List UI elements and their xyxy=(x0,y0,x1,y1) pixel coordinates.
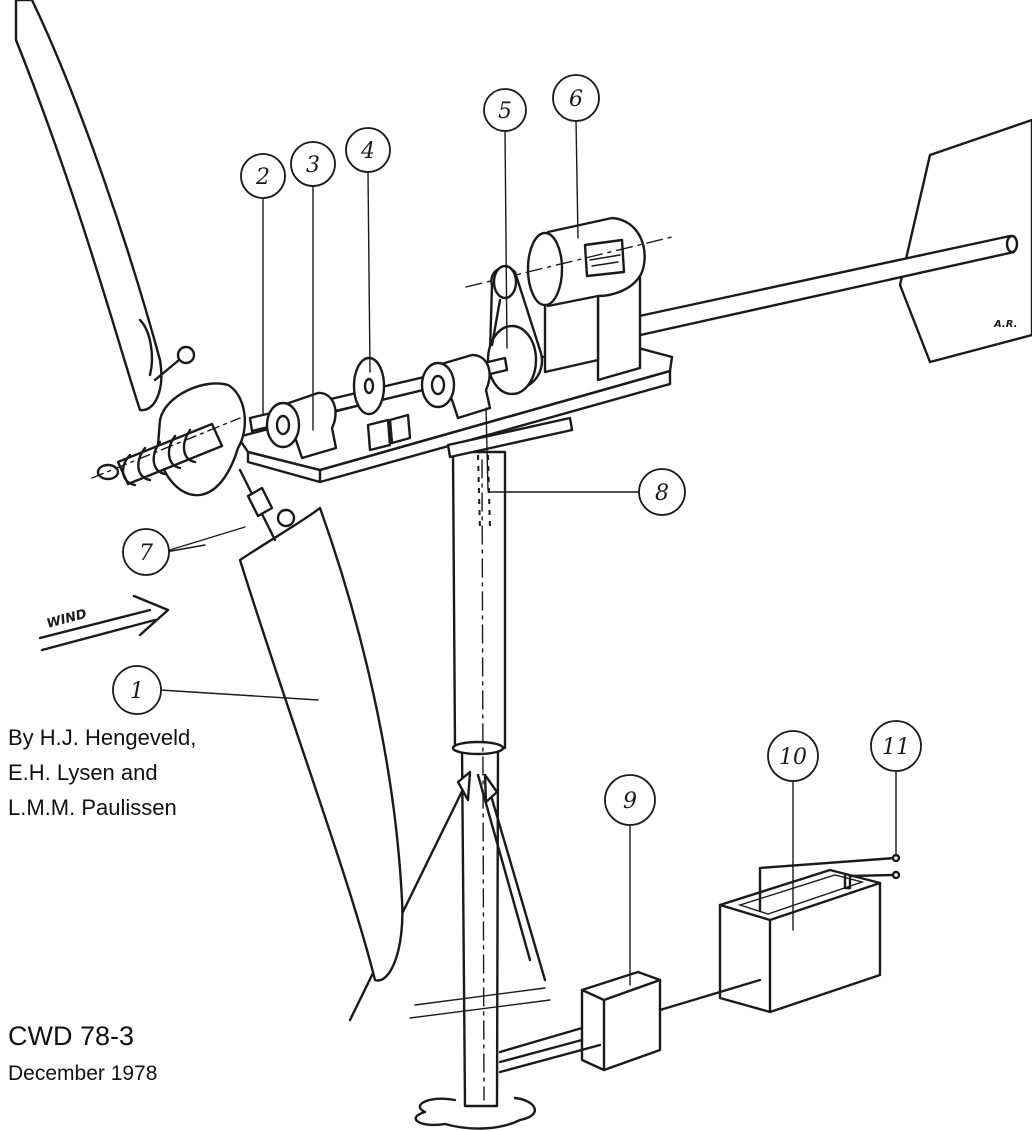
tower xyxy=(409,450,551,1130)
callout-1: 1 xyxy=(112,665,162,715)
callout-8: 8 xyxy=(638,468,686,516)
svg-text:11: 11 xyxy=(882,735,910,760)
svg-text:8: 8 xyxy=(655,481,669,506)
callout-4: 4 xyxy=(345,127,391,173)
vane-initials: A.R. xyxy=(993,319,1017,330)
svg-text:2: 2 xyxy=(255,165,270,190)
document-code: CWD 78-3 xyxy=(8,1021,135,1051)
callout-10: 10 xyxy=(767,730,819,782)
rotor-blade-lower xyxy=(238,468,404,982)
publication-date: December 1978 xyxy=(8,1062,158,1085)
callout-7: 7 xyxy=(122,528,170,576)
rotor-blade-upper xyxy=(14,0,196,412)
author-line-2: E.H. Lysen and xyxy=(8,760,158,785)
callout-balloons: 2 3 4 5 6 7 8 1 9 10 11 xyxy=(112,74,922,826)
callout-2: 2 xyxy=(240,153,286,199)
bearing-rear xyxy=(420,353,492,420)
rotor-hub xyxy=(91,382,246,497)
callout-6: 6 xyxy=(552,74,600,122)
wiring xyxy=(498,853,901,1074)
wind-arrow: WIND xyxy=(38,594,170,652)
svg-text:3: 3 xyxy=(306,153,320,178)
callout-3: 3 xyxy=(290,141,336,187)
generator xyxy=(465,216,673,382)
battery xyxy=(718,868,882,1014)
leader-lines xyxy=(144,119,897,986)
callout-5: 5 xyxy=(483,88,527,132)
author-line-3: L.M.M. Paulissen xyxy=(8,795,177,820)
bearing-front xyxy=(265,391,338,460)
svg-text:5: 5 xyxy=(498,99,512,124)
svg-text:9: 9 xyxy=(623,789,637,814)
svg-text:10: 10 xyxy=(779,745,807,770)
svg-text:1: 1 xyxy=(130,679,144,704)
svg-text:6: 6 xyxy=(569,87,583,112)
control-box xyxy=(580,970,662,1072)
callout-9: 9 xyxy=(604,774,656,826)
svg-text:7: 7 xyxy=(139,541,153,566)
coupling-disc xyxy=(352,356,386,416)
guy-wires xyxy=(348,770,547,1022)
callout-11: 11 xyxy=(870,720,922,772)
authors-block: By H.J. Hengeveld, E.H. Lysen and L.M.M.… xyxy=(8,720,196,825)
author-line-1: By H.J. Hengeveld, xyxy=(8,725,197,750)
svg-text:4: 4 xyxy=(360,139,375,164)
brake-block xyxy=(366,413,412,452)
